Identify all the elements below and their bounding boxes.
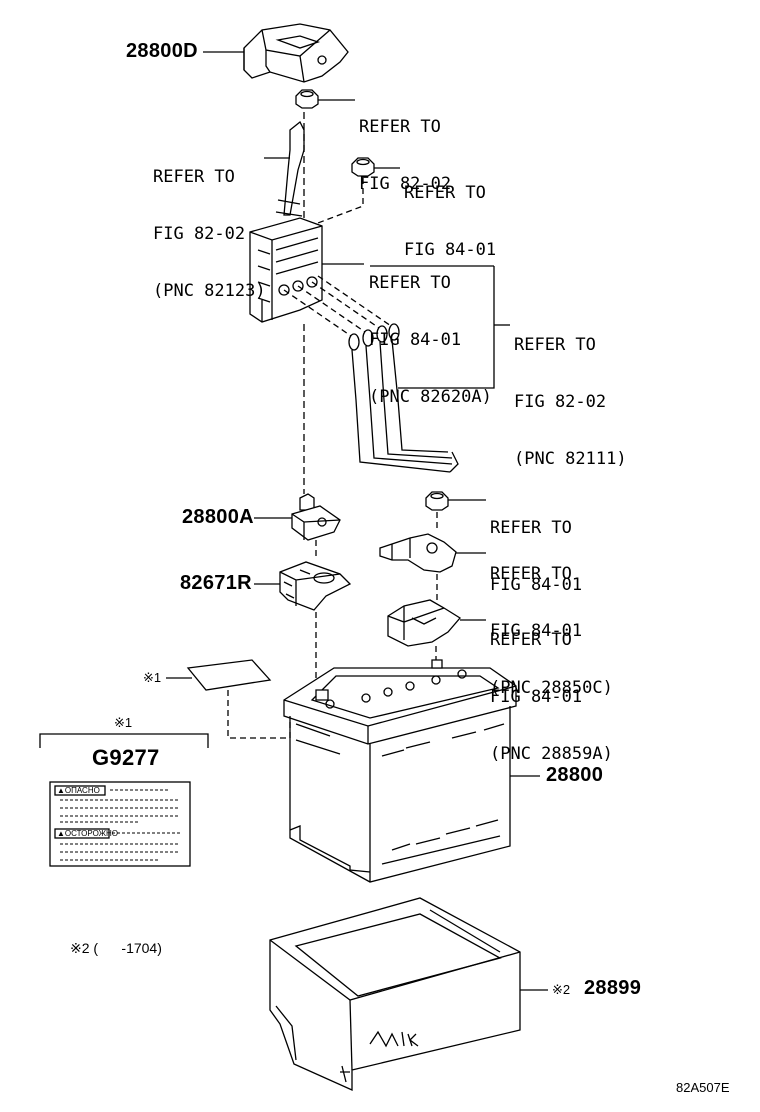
part-label-28800: 28800 bbox=[546, 764, 604, 786]
fuse-block-82620A[interactable] bbox=[249, 217, 323, 323]
dash-label-to-battery bbox=[227, 690, 291, 739]
terminal-cover-28859A bbox=[387, 599, 461, 647]
terminal-cover-28800D[interactable] bbox=[243, 23, 349, 83]
ref-line: FIG 84-01 bbox=[490, 575, 583, 595]
ref-line: FIG 82-02 bbox=[514, 392, 607, 412]
dash-nut-to-block bbox=[309, 178, 364, 227]
nut-84-01-top bbox=[351, 157, 375, 177]
ref-clamp-28850C: REFER TO FIG 84-01 (PNC 28850C) bbox=[490, 527, 613, 717]
mark1-label: ※1 bbox=[143, 670, 162, 685]
ref-line: REFER TO bbox=[490, 630, 572, 650]
part-label-28800D: 28800D bbox=[126, 40, 198, 62]
ref-line: FIG 84-01 bbox=[404, 240, 497, 260]
ref-line: (PNC 82111) bbox=[514, 449, 627, 469]
part-label-82671R: 82671R bbox=[180, 572, 252, 594]
terminal-clamp-28850C bbox=[379, 533, 457, 573]
battery-terminal-28800A[interactable] bbox=[291, 493, 341, 541]
warning-triangle-icon: ▲ bbox=[57, 829, 65, 838]
ref-line: REFER TO bbox=[404, 183, 486, 203]
ref-wires-82111: REFER TO FIG 82-02 (PNC 82111) bbox=[514, 298, 627, 488]
ref-line: (PNC 28859A) bbox=[490, 744, 613, 764]
nut-84-01-lower bbox=[425, 491, 449, 511]
mark2-label: ※2 bbox=[552, 982, 571, 997]
mark1-box-title: ※1 bbox=[114, 715, 133, 730]
leader-ref-82111 bbox=[398, 266, 495, 389]
ref-terminal-nut: REFER TO FIG 82-02 bbox=[359, 80, 451, 213]
sticker-warning-label: ОСТОРОЖНО bbox=[64, 829, 118, 838]
label-detail-box bbox=[39, 733, 209, 867]
part-label-28800A: 28800A bbox=[182, 506, 254, 528]
battery-28800[interactable] bbox=[283, 659, 517, 883]
fuse-holder-82671R[interactable] bbox=[279, 561, 352, 611]
dash-block-to-rings bbox=[283, 275, 395, 339]
mark2-condition-note: ※2 ( -1704) bbox=[70, 940, 162, 956]
sticker-danger-label: ОПАСНО bbox=[64, 786, 100, 795]
ref-line: (PNC 82620A) bbox=[369, 387, 492, 407]
part-label-28899: 28899 bbox=[584, 977, 642, 999]
ref-line: FIG 82-02 bbox=[359, 174, 452, 194]
figure-code: 82A507E bbox=[676, 1080, 730, 1095]
ref-line: (PNC 28850C) bbox=[490, 678, 613, 698]
wire-harness-82111 bbox=[348, 323, 459, 473]
ref-line: REFER TO bbox=[490, 564, 572, 584]
battery-tray-28899[interactable] bbox=[269, 897, 521, 1092]
ref-line: REFER TO bbox=[153, 167, 235, 187]
ref-line: (PNC 82123) bbox=[153, 281, 266, 301]
ref-line: REFER TO bbox=[359, 117, 441, 137]
terminal-wire-82123 bbox=[275, 120, 305, 217]
ref-cover-28859A: REFER TO FIG 84-01 (PNC 28859A) bbox=[490, 593, 613, 783]
ref-nut-84-01-top: REFER TO FIG 84-01 bbox=[404, 146, 496, 279]
ref-line: FIG 84-01 bbox=[490, 621, 583, 641]
sticker-danger-text: ▲ОПАСНО bbox=[57, 786, 100, 795]
ref-fuse-block-82620A: REFER TO FIG 84-01 (PNC 82620A) bbox=[369, 236, 492, 426]
label-sticker-small bbox=[186, 659, 272, 691]
ref-line: REFER TO bbox=[514, 335, 596, 355]
nut-top bbox=[295, 89, 319, 109]
ref-line: FIG 82-02 bbox=[153, 224, 246, 244]
ref-line: REFER TO bbox=[369, 273, 451, 293]
ref-wire-82123: REFER TO FIG 82-02 (PNC 82123) bbox=[153, 130, 266, 320]
warning-triangle-icon: ▲ bbox=[57, 786, 65, 795]
part-label-G9277: G9277 bbox=[92, 745, 160, 770]
ref-line: REFER TO bbox=[490, 518, 572, 538]
ref-line: FIG 84-01 bbox=[369, 330, 462, 350]
ref-nut-84-01-lower: REFER TO FIG 84-01 bbox=[490, 481, 582, 614]
ref-line: FIG 84-01 bbox=[490, 687, 583, 707]
sticker-warning-text: ▲ОСТОРОЖНО bbox=[57, 829, 118, 838]
